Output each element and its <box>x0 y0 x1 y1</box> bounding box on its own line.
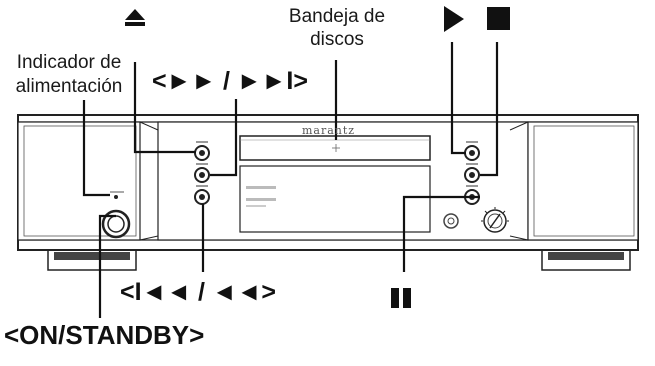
phones-jack[interactable] <box>443 213 459 229</box>
stop-icon <box>487 7 510 30</box>
skip-forward-button[interactable] <box>194 167 210 183</box>
skip-forward-callout <box>210 99 238 177</box>
disc-tray-label-line2: discos <box>310 29 364 50</box>
disc-tray-label: Bandeja de discos <box>282 7 392 49</box>
display-indicator-2 <box>246 198 276 201</box>
skip-back-label: <I◄◄ / ◄◄> <box>120 278 276 306</box>
play-callout <box>450 42 466 155</box>
skip-forward-label: <►► / ►►I> <box>152 67 308 95</box>
display-indicator-1 <box>246 186 276 189</box>
stop-callout <box>480 42 499 177</box>
level-knob[interactable] <box>481 207 509 233</box>
eject-icon <box>125 9 145 26</box>
eject-button[interactable] <box>194 145 210 161</box>
power-indicator-label-line2: alimentación <box>15 76 123 97</box>
on-standby-callout <box>98 214 116 318</box>
play-button[interactable] <box>464 145 480 161</box>
display-indicator-3 <box>246 205 266 207</box>
disc-tray-label-line1: Bandeja de <box>288 6 386 27</box>
power-indicator-label-line1: Indicador de <box>16 52 122 73</box>
on-standby-label: <ON/STANDBY> <box>4 320 205 350</box>
left-side-panel <box>17 121 159 241</box>
stop-button[interactable] <box>464 167 480 183</box>
eject-callout <box>133 62 196 154</box>
left-foot <box>47 247 137 271</box>
brand-logo: marantz <box>302 124 356 137</box>
power-indicator-label: Indicador de alimentación <box>4 53 134 96</box>
pause-callout <box>402 195 480 272</box>
pause-icon <box>391 288 411 308</box>
power-indicator-callout <box>82 100 110 197</box>
skip-back-button[interactable] <box>194 189 210 205</box>
right-foot <box>541 247 631 271</box>
right-side-panel <box>509 121 639 241</box>
power-indicator-led <box>110 191 124 199</box>
callout-lines <box>82 42 499 318</box>
power-button[interactable] <box>101 209 131 239</box>
play-icon <box>444 6 464 32</box>
